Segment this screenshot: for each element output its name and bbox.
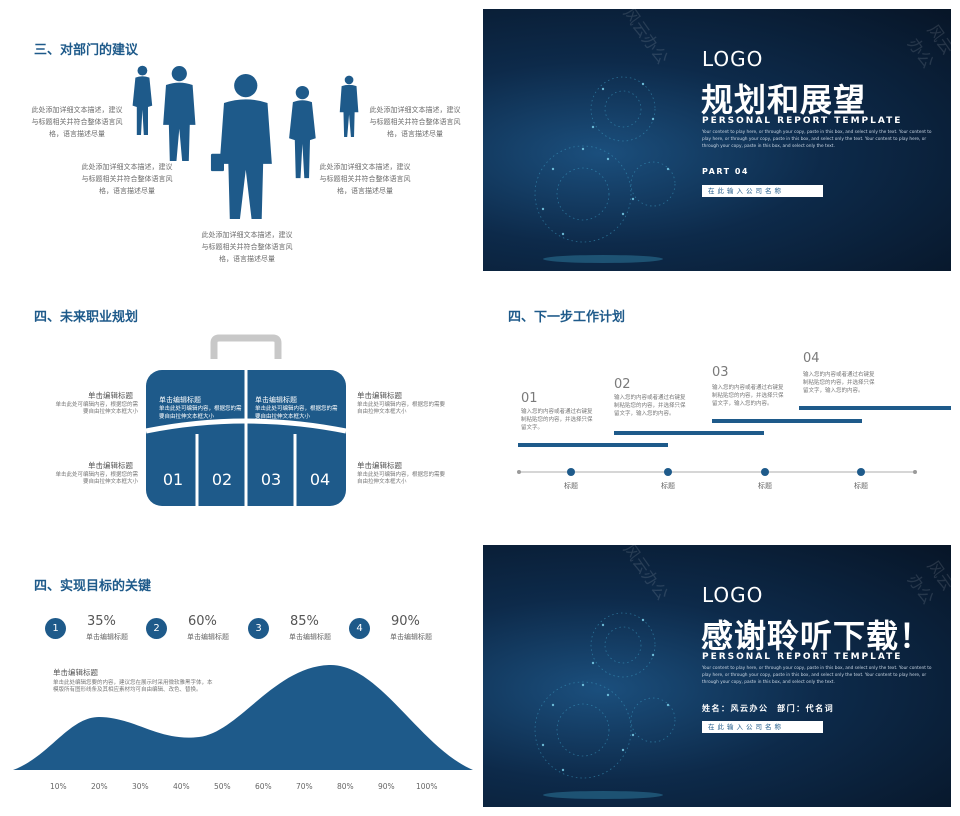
watermark-text: 风云办公 <box>903 556 951 608</box>
briefcase-text: 单击此处可编辑内容，根据您的需要自由拉伸文本框大小 <box>159 406 242 420</box>
thanks-body-text: Your content to play here, or through yo… <box>702 666 932 685</box>
side-text: 单击此处可编辑内容，根据您的需要自由拉伸文本框大小 <box>357 402 446 415</box>
logo-text: LOGO <box>702 47 764 71</box>
item-number-badge: 2 <box>146 618 167 639</box>
timeline-label: 标题 <box>564 482 578 490</box>
step-bar <box>712 419 862 423</box>
person-silhouette <box>339 75 359 137</box>
description-text: 此处添加详细文本描述，建议与标题相关并符合整体语言风格，语言描述尽量 <box>81 163 173 195</box>
description-text: 此处添加详细文本描述，建议与标题相关并符合整体语言风格，语言描述尽量 <box>319 163 411 195</box>
description-text: 此处添加详细文本描述，建议与标题相关并符合整体语言风格，语言描述尽量 <box>201 231 293 263</box>
slide-title: 四、下一步工作计划 <box>508 310 626 325</box>
step-number: 01 <box>521 391 538 406</box>
part-number: PART 04 <box>702 167 749 176</box>
item-number-badge: 1 <box>45 618 66 639</box>
axis-tick-label: 70% <box>296 782 313 791</box>
thanks-title: 感谢聆听下载！ <box>701 617 933 655</box>
item-label: 单击编辑标题 <box>390 633 432 641</box>
step-text: 输入您的内容或者通过右键复制粘贴您的内容，并选择只保留文字，输入您的内容。 <box>712 385 784 407</box>
item-label: 单击编辑标题 <box>86 633 128 641</box>
slide-department-suggestions: 三、对部门的建议 <box>9 9 477 271</box>
slide-next-work-plan: 四、下一步工作计划 01 输入您的内容或者通过右键复制粘贴您的内容，并选择只保留… <box>483 283 951 545</box>
item-percent: 35% <box>87 614 116 629</box>
item-label: 单击编辑标题 <box>289 633 331 641</box>
cover-title: 规划和展望 <box>701 81 867 119</box>
logo-text: LOGO <box>702 583 764 607</box>
text-heading: 单击编辑标题 <box>53 668 98 677</box>
item-number-badge: 3 <box>248 618 269 639</box>
step-bar <box>518 443 668 447</box>
step-number: 04 <box>803 351 820 366</box>
briefcase-heading: 单击编辑标题 <box>159 396 201 404</box>
slide-career-planning: 四、未来职业规划 单击编辑标题 单击此处可编辑内容，根据您的需要自由拉伸文本框大… <box>9 283 477 545</box>
slide-title: 四、实现目标的关键 <box>34 579 152 594</box>
gear-network-graphic <box>534 612 676 799</box>
step-number: 02 <box>614 377 631 392</box>
axis-tick-label: 80% <box>337 782 354 791</box>
slide-key-to-goals: 四、实现目标的关键 1 35% 单击编辑标题 2 60% 单击编辑标题 3 85… <box>9 557 477 807</box>
item-percent: 85% <box>290 614 319 629</box>
step-bar <box>799 406 951 410</box>
timeline-label: 标题 <box>758 482 772 490</box>
gear-network-graphic <box>534 76 676 263</box>
side-heading: 单击编辑标题 <box>357 391 402 400</box>
side-text: 单击此处可编辑内容，根据您的需要自由拉伸文本框大小 <box>55 472 138 485</box>
axis-tick-label: 100% <box>416 782 438 791</box>
thanks-subtitle: PERSONAL REPORT TEMPLATE <box>702 652 903 662</box>
step-text: 输入您的内容或者通过右键复制粘贴您的内容，并选择只保留文字。 <box>521 409 593 431</box>
item-label: 单击编辑标题 <box>187 633 229 641</box>
item-number-badge: 4 <box>349 618 370 639</box>
business-people-silhouettes <box>132 65 359 219</box>
briefcase-heading: 单击编辑标题 <box>255 396 297 404</box>
person-silhouette <box>163 66 196 161</box>
side-heading: 单击编辑标题 <box>357 461 402 470</box>
step-text: 输入您的内容或者通过右键复制粘贴您的内容，并选择只保留文字，输入您的内容。 <box>803 372 875 394</box>
text-body: 单击此处编辑您要的内容，建议您在展示时采用微软雅黑字体，本模版所有图形线条及其相… <box>53 680 213 693</box>
step-number: 03 <box>712 365 729 380</box>
side-heading: 单击编辑标题 <box>88 391 133 400</box>
person-silhouette <box>210 74 272 219</box>
name-department: 姓名：风云办公 部门：代名词 <box>702 704 835 713</box>
item-percent: 60% <box>188 614 217 629</box>
briefcase-number: 04 <box>309 470 331 489</box>
side-text: 单击此处可编辑内容，根据您的需要自由拉伸文本框大小 <box>55 402 138 415</box>
slide-cover-planning: 风云办公 风云办公 LOGO 规划和展望 PERSONAL REPORT TEM… <box>483 9 951 271</box>
axis-tick-label: 30% <box>132 782 149 791</box>
briefcase-graphic <box>145 334 347 506</box>
cover-subtitle: PERSONAL REPORT TEMPLATE <box>702 116 903 126</box>
person-silhouette <box>289 85 316 179</box>
timeline <box>517 468 917 476</box>
item-percent: 90% <box>391 614 420 629</box>
area-curve <box>13 664 473 770</box>
side-text: 单击此处可编辑内容，根据您的需要自由拉伸文本框大小 <box>357 472 446 485</box>
axis-tick-label: 40% <box>173 782 190 791</box>
side-heading: 单击编辑标题 <box>88 461 133 470</box>
step-text: 输入您的内容或者通过右键复制粘贴您的内容，并选择只保留文字，输入您的内容。 <box>614 395 686 417</box>
timeline-label: 标题 <box>661 482 675 490</box>
description-text: 此处添加详细文本描述，建议与标题相关并符合整体语言风格，语言描述尽量 <box>369 106 461 138</box>
axis-tick-label: 10% <box>50 782 67 791</box>
company-name-box[interactable]: 在此输入公司名称 <box>702 185 823 197</box>
company-name-box[interactable]: 在此输入公司名称 <box>702 721 823 733</box>
step-bar <box>614 431 764 435</box>
watermark-text: 风云办公 <box>903 20 951 72</box>
slide-title: 四、未来职业规划 <box>34 310 139 325</box>
description-text: 此处添加详细文本描述，建议与标题相关并符合整体语言风格，语言描述尽量 <box>31 106 123 138</box>
slide-title: 三、对部门的建议 <box>34 43 139 58</box>
briefcase-number: 01 <box>162 470 184 489</box>
cover-body-text: Your content to play here, or through yo… <box>702 130 932 149</box>
person-silhouette <box>132 65 153 135</box>
slide-thanks: 风云办公 风云办公 LOGO 感谢聆听下载！ PERSONAL REPORT T… <box>483 545 951 807</box>
briefcase-text: 单击此处可编辑内容，根据您的需要自由拉伸文本框大小 <box>255 406 338 420</box>
axis-tick-label: 60% <box>255 782 272 791</box>
axis-tick-label: 20% <box>91 782 108 791</box>
axis-tick-label: 90% <box>378 782 395 791</box>
briefcase-number: 03 <box>260 470 282 489</box>
axis-tick-label: 50% <box>214 782 231 791</box>
timeline-label: 标题 <box>854 482 868 490</box>
briefcase-number: 02 <box>211 470 233 489</box>
